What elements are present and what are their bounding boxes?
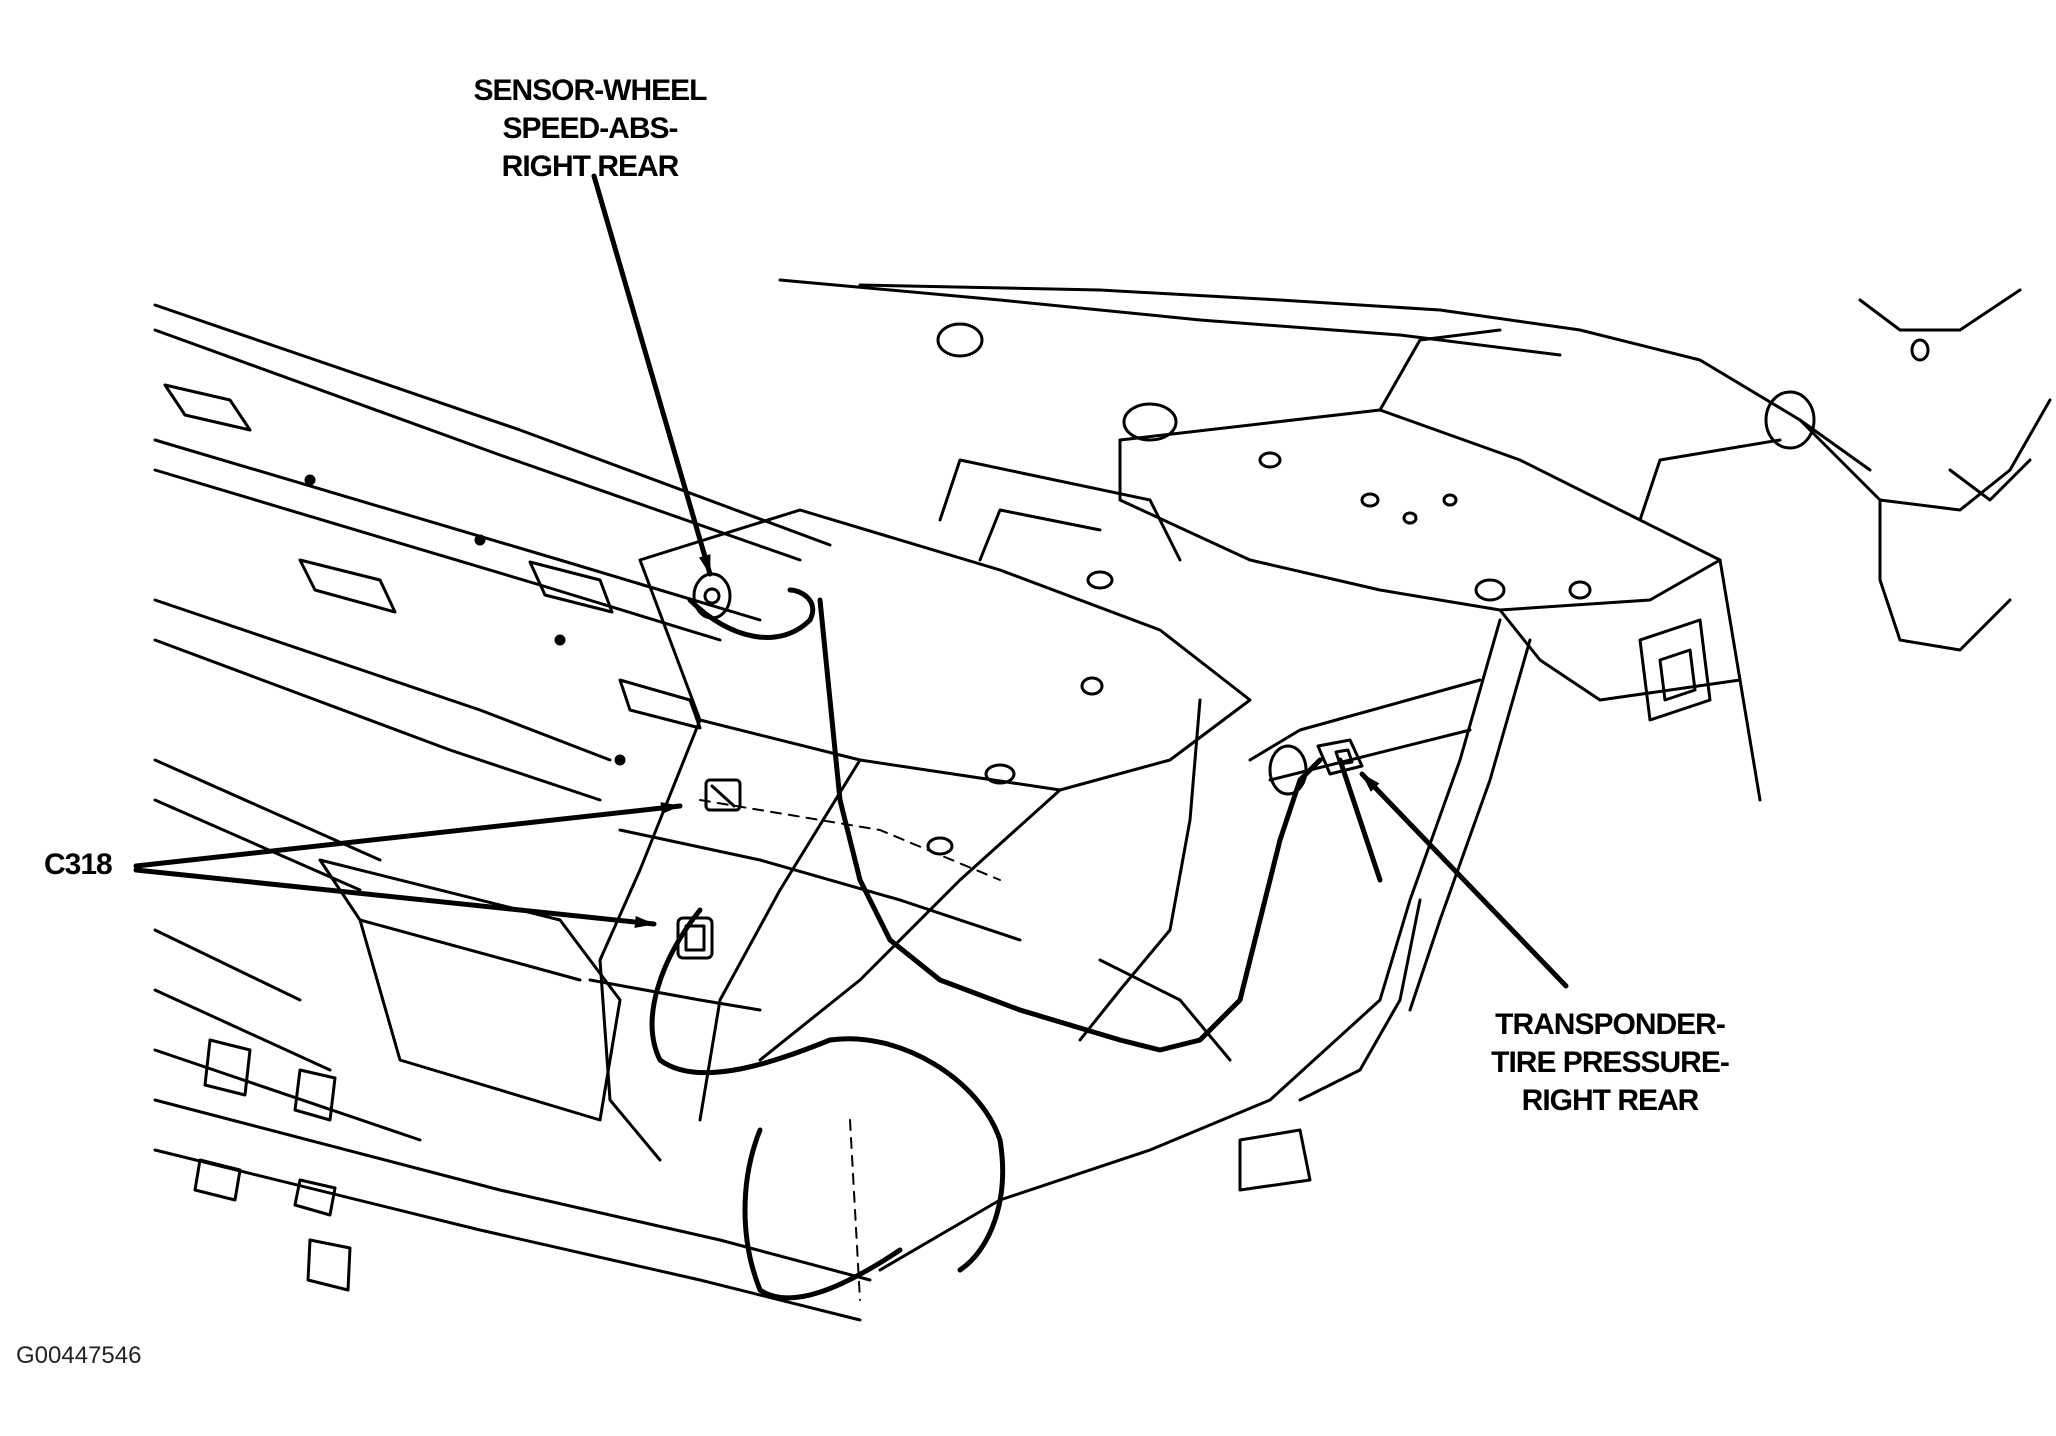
wheel-speed-sensor-part: [692, 572, 732, 620]
left-floor-pan: [153, 303, 872, 1322]
c318-label: C318: [44, 848, 113, 881]
sensor-label-line-2: SPEED-ABS-: [502, 112, 678, 145]
center-floor-box: [318, 458, 1252, 1162]
transponder-label-line-3: RIGHT REAR: [1521, 1084, 1700, 1117]
c318-connector-lower: [676, 916, 714, 960]
c318-leader-arrow-upper: [133, 802, 683, 869]
c318-leader-arrow-lower: [133, 867, 657, 928]
transponder-label: TRANSPONDER- TIRE PRESSURE- RIGHT REAR: [1430, 1006, 1790, 1120]
transponder-label-line-1: TRANSPONDER-: [1495, 1008, 1726, 1041]
sensor-leader-arrow: [591, 173, 713, 577]
figure-id: G00447546: [16, 1342, 142, 1369]
sensor-label-line-1: SENSOR-WHEEL: [473, 74, 707, 107]
transponder-label-line-2: TIRE PRESSURE-: [1491, 1046, 1730, 1079]
transponder-leader-arrow: [1359, 771, 1569, 989]
sensor-label-line-3: RIGHT REAR: [501, 150, 680, 183]
right-quarter-panel: [878, 618, 1532, 1272]
mounting-holes: [304, 322, 1930, 856]
tire-pressure-transponder-part: [1316, 738, 1364, 776]
c318-connector-upper: [704, 778, 742, 812]
sensor-wheel-speed-label: SENSOR-WHEEL SPEED-ABS- RIGHT REAR: [430, 72, 750, 186]
leader-arrows: [133, 173, 1569, 989]
rear-floor-panel: [778, 278, 2052, 802]
harness-dash-lines: [699, 799, 1001, 1301]
wiring-harness: [649, 587, 1383, 1301]
